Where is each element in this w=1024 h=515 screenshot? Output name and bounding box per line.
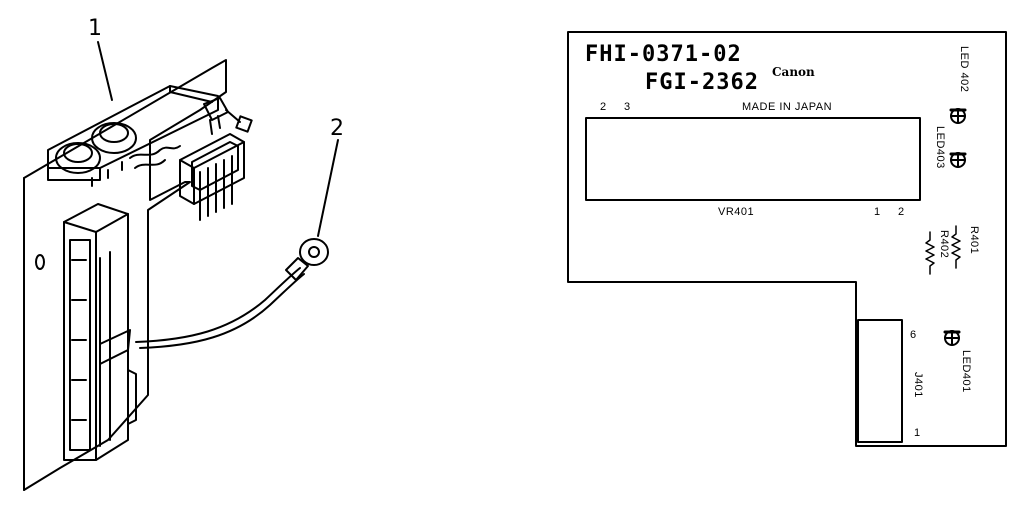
j401-pin-bottom: 1 (914, 427, 921, 439)
led403-label: LED403 (934, 126, 946, 169)
made-in-label: MADE IN JAPAN (742, 101, 833, 113)
connector-block (179, 133, 245, 221)
pin-label-bottom-right: 2 (898, 206, 905, 218)
r402-label: R402 (938, 230, 950, 259)
callout-leader-1 (97, 41, 113, 101)
pin-label-bottom-left: 1 (874, 206, 881, 218)
board-outline (567, 31, 1007, 447)
brand-logo: Canon (772, 65, 815, 79)
callout-2: 2 (330, 116, 344, 141)
led402-label: LED 402 (958, 46, 970, 93)
mounting-hole (35, 254, 45, 270)
j401-label: J401 (912, 372, 924, 398)
r401-symbol (951, 225, 961, 269)
ground-wire (135, 238, 329, 349)
knob-right (91, 122, 137, 154)
vr401-label: VR401 (718, 206, 755, 218)
led401-label: LED401 (960, 350, 972, 393)
callout-1: 1 (88, 16, 102, 41)
slide-potentiometer (63, 203, 137, 461)
led402-symbol (949, 108, 967, 124)
pin-label-top-right: 3 (624, 101, 631, 113)
j401-footprint (857, 319, 903, 443)
led401-symbol (943, 330, 961, 346)
part-number-2: FGI-2362 (645, 70, 759, 95)
led403-symbol (949, 152, 967, 168)
pcb-outline (23, 59, 227, 491)
pcb-silkscreen (567, 31, 1007, 447)
callout-leader-2 (317, 139, 339, 237)
part-number-1: FHI-0371-02 (585, 42, 742, 67)
r401-label: R401 (968, 226, 980, 255)
vr401-footprint (585, 117, 921, 201)
j401-pin-top: 6 (910, 329, 917, 341)
isometric-assembly (23, 41, 339, 491)
r402-symbol (925, 231, 935, 275)
pin-label-top-left: 2 (600, 101, 607, 113)
